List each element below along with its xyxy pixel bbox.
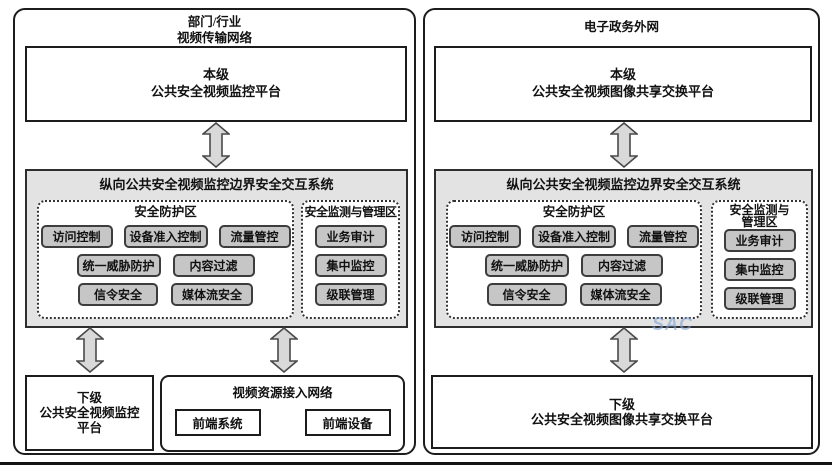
monitor-title-line2: 管理区 (741, 215, 778, 229)
network-label-line1: 电子政务外网 (583, 20, 659, 34)
security-protection-zone-title: 安全防护区 (542, 205, 606, 219)
security-protection-zone-title: 安全防护区 (134, 205, 197, 219)
protection-row3: 信令安全 媒体流安全 (486, 283, 662, 306)
network-label: 部门/行业 视频传输网络 (15, 15, 414, 46)
boundary-exchange-system-box: 纵向公共安全视频监控边界安全交互系统 安全防护区 访问控制 设备准入控制 流量管… (25, 169, 408, 328)
front-row: 前端系统 前端设备 (174, 409, 391, 436)
lower-platform-line2: 公共安全视频图像共享交换平台 (530, 412, 713, 427)
content-filter-box: 内容过滤 (172, 254, 255, 277)
central-monitoring-box: 集中监控 (314, 254, 387, 277)
local-platform-box: 本级 公共安全视频图像共享交换平台 (434, 46, 812, 122)
unified-threat-protection-box: 统一威胁防护 (485, 254, 569, 277)
unified-threat-protection-box: 统一威胁防护 (76, 254, 161, 277)
lower-platform-line2: 公共安全视频监控 (39, 405, 140, 420)
content-filter-box: 内容过滤 (581, 254, 663, 277)
local-platform-box: 本级 公共安全视频监控平台 (25, 46, 407, 122)
boundary-exchange-system-title: 纵向公共安全视频监控边界安全交互系统 (99, 177, 334, 192)
protection-row1: 访问控制 设备准入控制 流量管控 (40, 225, 291, 248)
vertical-double-arrow-icon (608, 121, 640, 169)
security-monitor-management-title: 安全监测与管理区 (304, 205, 397, 219)
local-platform-line2: 公共安全视频监控平台 (150, 84, 281, 99)
local-platform-line2: 公共安全视频图像共享交换平台 (531, 84, 714, 99)
dept-industry-network-panel: 部门/行业 视频传输网络 本级 公共安全视频监控平台 纵向公共安全视频监控边界安… (13, 8, 416, 455)
protection-row1: 访问控制 设备准入控制 流量管控 (449, 225, 699, 248)
access-control-box: 访问控制 (40, 225, 113, 248)
local-platform-line1: 本级 (609, 67, 636, 83)
video-resource-access-network-box: 视频资源接入网络 前端系统 前端设备 (160, 375, 405, 452)
security-monitor-management-zone: 安全监测与管理区 业务审计 集中监控 级联管理 (301, 200, 400, 319)
lower-platform-line1: 下级 (608, 397, 635, 412)
security-protection-zone: 安全防护区 访问控制 设备准入控制 流量管控 统一威胁防护 内容过滤 信令安全 … (446, 200, 702, 319)
cascade-management-box: 级联管理 (723, 287, 796, 310)
lower-platform-line3: 平台 (76, 420, 102, 435)
protection-row2: 统一威胁防护 内容过滤 (76, 254, 255, 277)
media-stream-security-box: 媒体流安全 (579, 283, 662, 306)
network-label: 电子政务外网 (425, 20, 818, 36)
vertical-double-arrow-icon (608, 326, 640, 374)
protection-row2: 统一威胁防护 内容过滤 (485, 254, 663, 277)
signaling-security-box: 信令安全 (78, 283, 158, 306)
traffic-control-box: 流量管控 (627, 225, 699, 248)
lower-platform-box: 下级 公共安全视频监控 平台 (25, 375, 154, 451)
access-control-box: 访问控制 (449, 225, 521, 248)
traffic-control-box: 流量管控 (218, 225, 291, 248)
device-admission-control-box: 设备准入控制 (532, 225, 616, 248)
signaling-security-box: 信令安全 (486, 283, 567, 306)
vertical-double-arrow-icon (268, 326, 300, 374)
business-audit-box: 业务审计 (723, 229, 796, 252)
device-admission-control-box: 设备准入控制 (123, 225, 208, 248)
lower-platform-line1: 下级 (76, 390, 102, 405)
monitor-buttons: 业务审计 集中监控 级联管理 (314, 225, 387, 306)
network-label-line2: 视频传输网络 (176, 30, 252, 45)
local-platform-line1: 本级 (202, 67, 229, 83)
front-device-box: 前端设备 (304, 409, 391, 436)
sac-watermark: SAC (652, 314, 694, 334)
vertical-double-arrow-icon (74, 326, 106, 374)
page-rule-divider (0, 462, 832, 465)
video-resource-access-network-title: 视频资源接入网络 (232, 386, 333, 400)
security-protection-zone: 安全防护区 访问控制 设备准入控制 流量管控 统一威胁防护 内容过滤 信令安全 … (37, 200, 294, 319)
vertical-double-arrow-icon (200, 121, 232, 169)
egov-extranet-panel: 电子政务外网 本级 公共安全视频图像共享交换平台 纵向公共安全视频监控边界安全交… (423, 8, 820, 455)
security-monitor-management-zone: 安全监测与 管理区 业务审计 集中监控 级联管理 (711, 200, 808, 319)
business-audit-box: 业务审计 (314, 225, 387, 248)
media-stream-security-box: 媒体流安全 (171, 283, 253, 306)
front-system-box: 前端系统 (174, 409, 261, 436)
cascade-management-box: 级联管理 (314, 283, 387, 306)
security-monitor-management-title: 安全监测与 管理区 (729, 202, 789, 229)
monitor-title-line1: 安全监测与 (729, 203, 790, 217)
central-monitoring-box: 集中监控 (723, 258, 796, 281)
boundary-exchange-system-box: 纵向公共安全视频监控边界安全交互系统 安全防护区 访问控制 设备准入控制 流量管… (434, 169, 813, 328)
network-label-line1: 部门/行业 (187, 15, 242, 29)
lower-platform-box: 下级 公共安全视频图像共享交换平台 (431, 375, 813, 449)
boundary-exchange-system-title: 纵向公共安全视频监控边界安全交互系统 (506, 177, 741, 192)
protection-row3: 信令安全 媒体流安全 (78, 283, 253, 306)
monitor-buttons: 业务审计 集中监控 级联管理 (723, 229, 796, 310)
